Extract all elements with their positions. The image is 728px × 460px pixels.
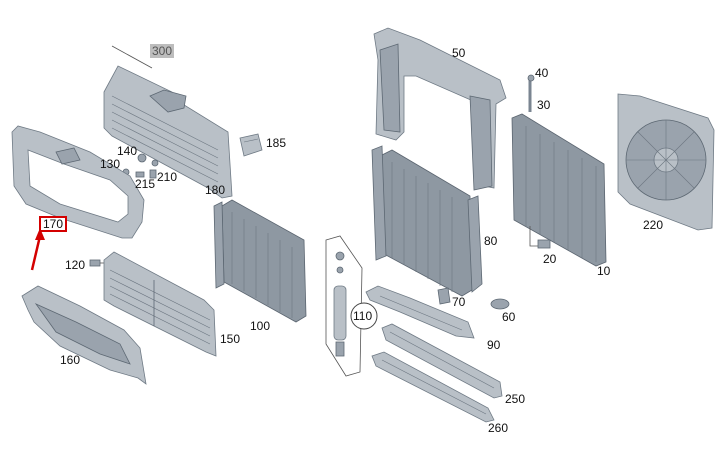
label-260[interactable]: 260 <box>488 421 509 435</box>
leader-300 <box>111 45 153 69</box>
label-160[interactable]: 160 <box>60 353 81 367</box>
label-250[interactable]: 250 <box>505 392 526 406</box>
label-60[interactable]: 60 <box>502 310 516 324</box>
part-50-frame[interactable] <box>373 27 507 191</box>
label-80[interactable]: 80 <box>484 234 498 248</box>
part-30-40-rod[interactable] <box>527 74 535 112</box>
label-40[interactable]: 40 <box>535 66 549 80</box>
part-160-lower-air-guide[interactable] <box>21 285 147 385</box>
part-110-drier[interactable] <box>325 235 378 377</box>
label-140[interactable]: 140 <box>117 144 138 158</box>
part-90-deflector[interactable] <box>365 285 475 339</box>
label-170-highlighted[interactable]: 170 <box>39 216 68 232</box>
label-215[interactable]: 215 <box>135 177 156 191</box>
label-130[interactable]: 130 <box>100 157 121 171</box>
part-100-condenser[interactable] <box>213 199 307 323</box>
part-150-lower-shutter[interactable] <box>103 251 217 357</box>
label-180[interactable]: 180 <box>205 183 226 197</box>
part-10-condenser[interactable] <box>511 113 607 267</box>
highlight-arrow <box>30 228 45 271</box>
part-170-air-guide[interactable] <box>11 125 145 239</box>
label-220[interactable]: 220 <box>643 218 664 232</box>
label-110[interactable]: 110 <box>353 309 373 323</box>
part-60-part[interactable] <box>490 298 510 310</box>
label-20[interactable]: 20 <box>543 252 557 266</box>
part-260-seal[interactable] <box>371 351 495 423</box>
part-80-radiator[interactable] <box>371 145 483 297</box>
label-210[interactable]: 210 <box>157 170 178 184</box>
part-180-shutter[interactable] <box>103 65 233 199</box>
label-10[interactable]: 10 <box>597 264 611 278</box>
part-220-fan[interactable] <box>617 93 715 231</box>
part-250-seal[interactable] <box>381 323 503 399</box>
label-30[interactable]: 30 <box>537 98 551 112</box>
label-150[interactable]: 150 <box>220 332 241 346</box>
part-20-bracket[interactable] <box>529 226 551 249</box>
label-120[interactable]: 120 <box>65 258 86 272</box>
part-185-bracket[interactable] <box>239 133 263 157</box>
label-70[interactable]: 70 <box>452 295 466 309</box>
label-50[interactable]: 50 <box>452 46 466 60</box>
part-70-clip[interactable] <box>437 287 451 305</box>
label-100[interactable]: 100 <box>250 319 271 333</box>
label-90[interactable]: 90 <box>487 338 501 352</box>
label-185[interactable]: 185 <box>266 136 287 150</box>
label-300[interactable]: 300 <box>150 44 175 58</box>
